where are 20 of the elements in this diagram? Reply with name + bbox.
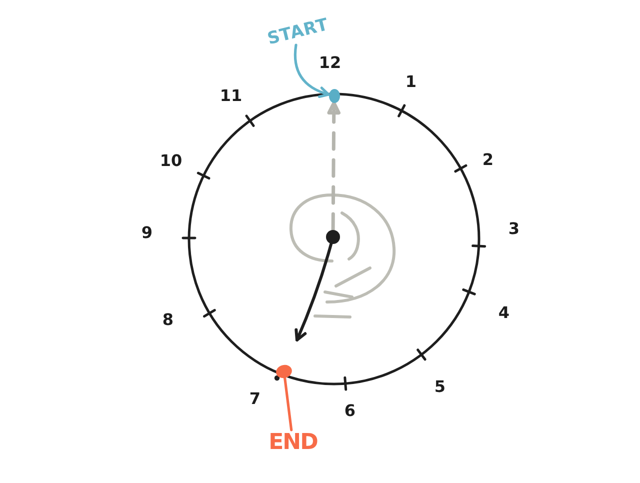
hour-number: 2 (482, 152, 494, 168)
clock-hand (294, 242, 333, 342)
hour-number: 10 (160, 153, 182, 169)
hour-number: 1 (405, 74, 417, 90)
leader-arrow (294, 44, 330, 98)
dashed-arrow (327, 101, 341, 232)
start-label: START (258, 10, 338, 54)
hour-number: 7 (249, 391, 261, 407)
hour-number: 5 (434, 379, 446, 395)
hour-number: 3 (508, 221, 520, 237)
hour-number: 11 (220, 88, 242, 104)
start-dot (328, 89, 340, 103)
hour-number: 4 (498, 305, 510, 321)
hour-number: 9 (141, 225, 153, 241)
center-dot (326, 230, 340, 244)
hour-number: 8 (162, 312, 174, 328)
hour-number: 6 (344, 403, 356, 419)
hour-number: 12 (318, 55, 342, 71)
end-label: END (266, 430, 320, 456)
leader-line (284, 376, 293, 432)
